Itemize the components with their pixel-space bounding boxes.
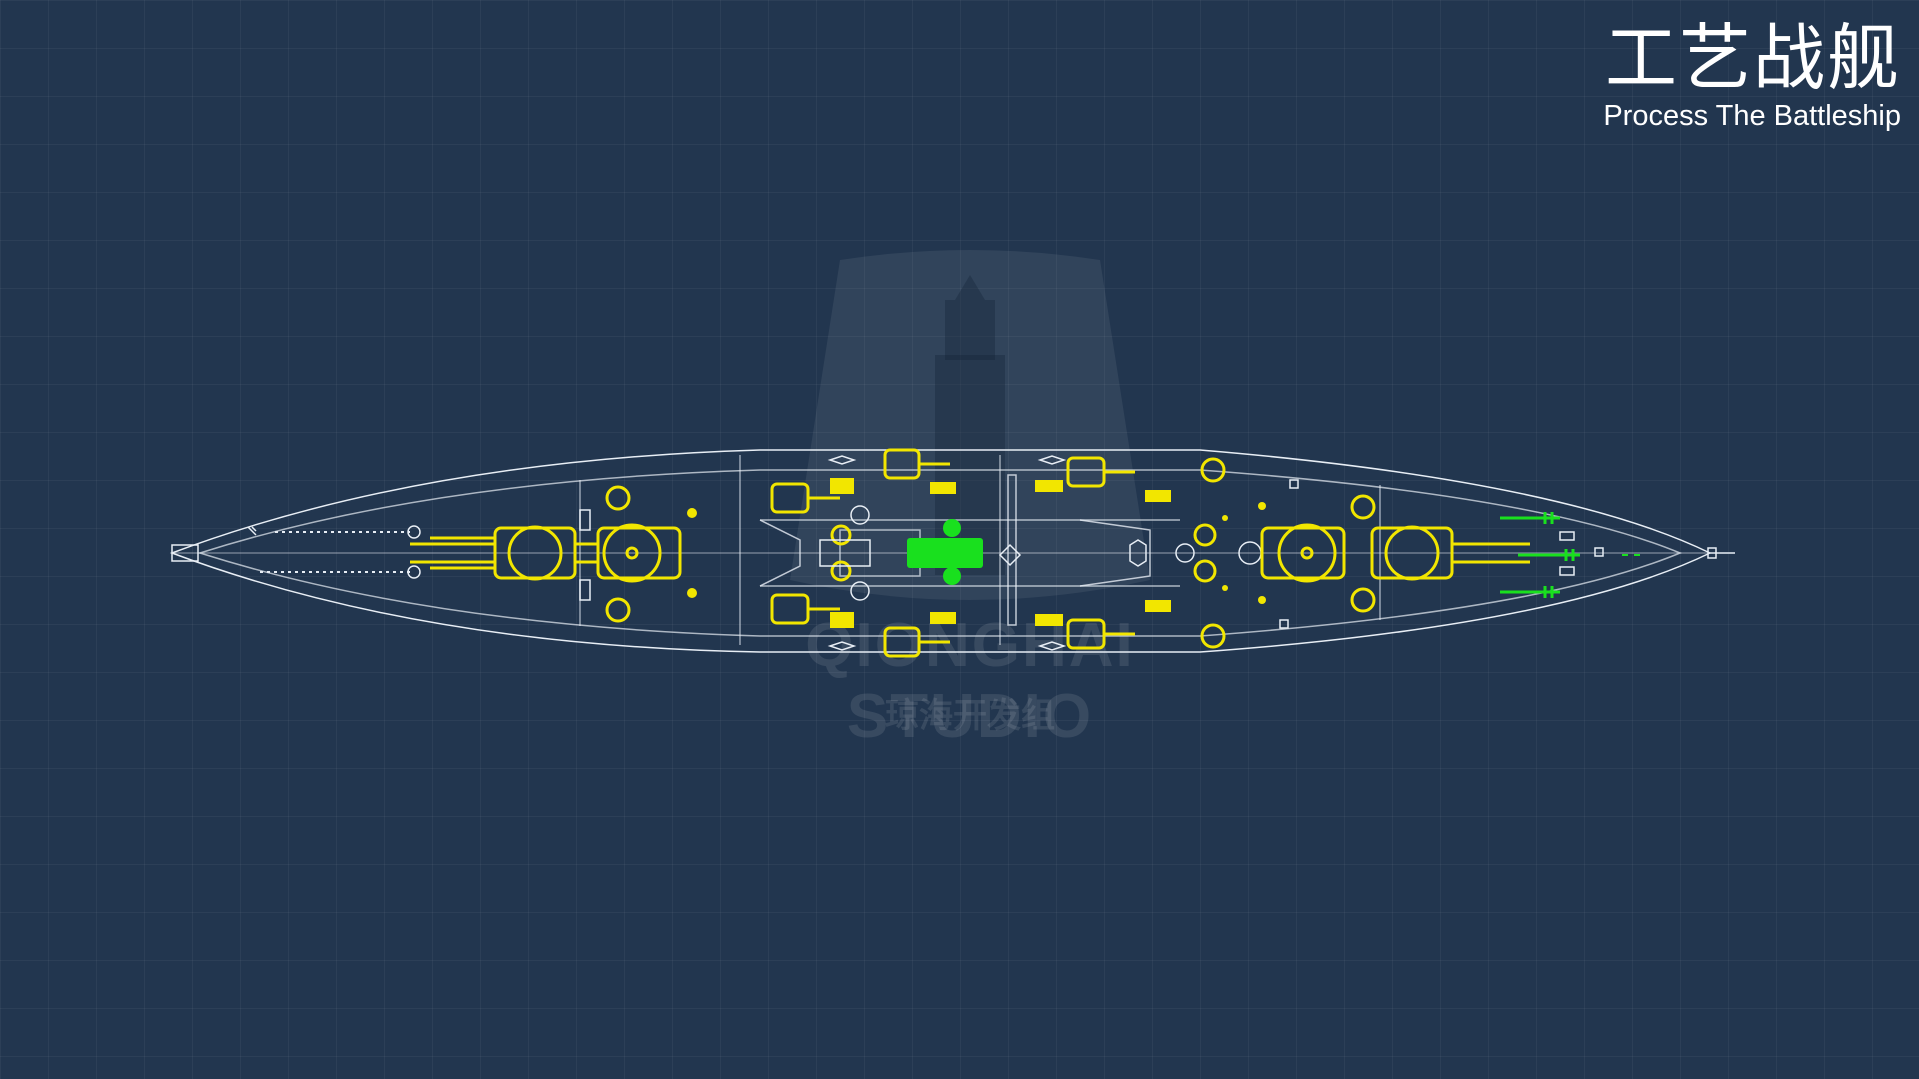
- stern-fittings: [1500, 512, 1580, 598]
- game-title-cn: 工艺战舰: [1604, 16, 1901, 100]
- hull-inner: [197, 469, 1682, 637]
- bridge-superstructure: [907, 519, 983, 585]
- turret-aft-a: [1260, 523, 1346, 583]
- watermark-studio-cn: 琼海开发组: [885, 696, 1055, 736]
- anchor-icon: [247, 526, 257, 536]
- game-title-en: Process The Battleship: [1603, 100, 1901, 132]
- turret-aft-b: [1370, 525, 1530, 581]
- turret-fore-a: [410, 525, 577, 581]
- watermark-studio: QIONGHAI STUDIO: [805, 611, 1135, 751]
- bow-tip: [171, 544, 199, 562]
- turret-fore-b: [575, 523, 682, 583]
- title-block: 工艺战舰 Process The Battleship: [1603, 18, 1901, 132]
- anchor-chains: [260, 525, 421, 579]
